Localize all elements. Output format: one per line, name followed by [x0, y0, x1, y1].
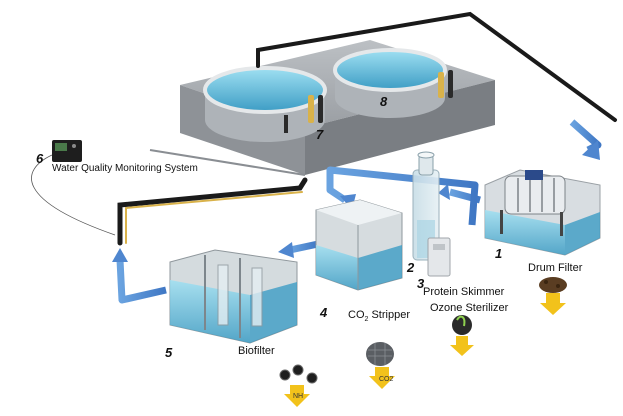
flow-head-skimmer	[438, 184, 450, 200]
ozone-media	[452, 315, 472, 335]
stripper-top	[316, 200, 402, 225]
ozone-output	[450, 315, 474, 356]
co2-stripper	[315, 199, 403, 291]
supply-pipe-yellow	[125, 191, 303, 244]
tank-right-pipe	[448, 70, 453, 98]
component-number-3: 3	[417, 276, 425, 291]
ozone-output-arrow	[450, 336, 474, 356]
flow-arrow-biofilter-return	[116, 259, 167, 304]
flow-head-return	[112, 248, 128, 262]
component-number-5: 5	[165, 345, 173, 360]
label-biofilter: Biofilter	[238, 345, 275, 357]
drum-filter-ribs	[517, 178, 555, 212]
biofilter-pipe-2	[251, 267, 263, 327]
supply-pipe-left	[117, 177, 308, 246]
fish-tank-platform	[149, 40, 495, 176]
drum-filter-motor	[525, 170, 543, 180]
label-protein-skimmer: Protein Skimmer	[423, 286, 505, 298]
label-co2-stripper: CO2 Stripper	[348, 309, 410, 323]
nh-output-tag: NH	[293, 393, 303, 400]
monitor-display	[55, 143, 67, 151]
co2-output-tag: CO2	[379, 376, 394, 383]
flow-arrow-stripper-to-biofilter	[289, 240, 319, 254]
biomedia-1	[279, 369, 291, 381]
tank-right-water	[333, 48, 447, 92]
sludge-output-arrow	[540, 293, 566, 315]
label-water-quality-monitoring-system: Water Quality Monitoring System	[52, 163, 198, 174]
tank-right-outlet	[438, 72, 444, 98]
monitor-knob	[72, 144, 76, 148]
skimmer-cap	[417, 151, 435, 159]
platform-shadow-line	[149, 149, 306, 176]
return-pipe	[117, 11, 617, 246]
return-pipe-top	[256, 11, 617, 122]
stripper-water-side	[358, 245, 402, 290]
nh-output-arrow	[284, 385, 310, 407]
biomedia-3	[306, 372, 318, 384]
flow-head-biofilter	[278, 242, 294, 258]
monitor-cable	[31, 154, 116, 236]
component-number-6: 6	[36, 151, 44, 166]
drum-filter-water	[485, 210, 565, 255]
drum-filter-leg-2	[560, 212, 563, 236]
component-number-1: 1	[495, 246, 503, 261]
component-number-7: 7	[316, 127, 324, 142]
drum-filter-water-side	[565, 212, 600, 255]
co2-output-arrow	[369, 367, 395, 389]
tank-left-outlet	[308, 95, 314, 123]
sludge-pile	[539, 277, 567, 293]
component-number-8: 8	[380, 94, 388, 109]
co2-sub: 2	[364, 316, 369, 324]
drum-filter	[484, 169, 601, 256]
drum-filter-leg	[500, 210, 503, 234]
flow-loop-skimmer	[326, 166, 479, 226]
co2-output: CO2	[366, 342, 395, 389]
label-ozone-sterilizer: Ozone Sterilizer	[430, 302, 509, 314]
label-drum-filter: Drum Filter	[528, 262, 583, 274]
flow-head-drum	[582, 140, 600, 160]
co2-rest: Stripper	[368, 309, 410, 321]
biofilter-water	[170, 280, 250, 343]
biofilter-output: NH	[279, 364, 318, 407]
ozone-sterilizer	[427, 237, 451, 277]
component-number-4: 4	[320, 305, 328, 320]
water-flow	[112, 119, 602, 304]
biofilter	[169, 249, 298, 344]
platform-front-right	[305, 80, 495, 175]
ozone-panel	[433, 244, 445, 250]
biofilter-pipe-1	[217, 264, 229, 326]
stripper-media	[366, 342, 394, 366]
fish-tank-right	[333, 48, 453, 118]
ozone-unit	[427, 237, 451, 277]
co2-main: CO	[348, 309, 365, 321]
tank-left-water	[203, 66, 327, 114]
stripper-water	[316, 245, 358, 290]
biomedia-2	[292, 364, 304, 376]
monitoring-system	[31, 140, 116, 236]
tank-left-pipe	[318, 95, 323, 123]
tank-left-drain	[284, 115, 288, 133]
drum-filter-drum	[504, 175, 566, 215]
component-number-2: 2	[407, 260, 415, 275]
drum-filter-output	[539, 277, 567, 315]
fish-tank-left	[203, 66, 327, 142]
